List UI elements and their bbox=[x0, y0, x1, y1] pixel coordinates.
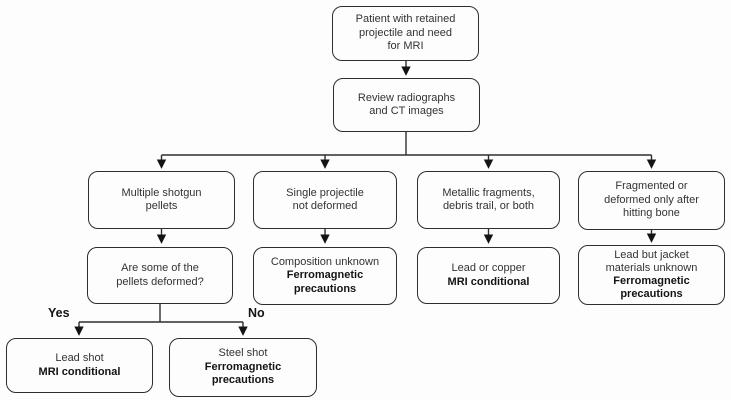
node-lead-or-copper: Lead or copper MRI conditional bbox=[417, 247, 560, 304]
node-lead-jacket-unknown: Lead but jacket materials unknown Ferrom… bbox=[578, 245, 725, 305]
node-review-imaging: Review radiographs and CT images bbox=[333, 78, 480, 132]
node-text-line: Steel shot bbox=[218, 347, 268, 360]
node-text-line-bold: Ferromagnetic bbox=[286, 269, 364, 282]
node-text-line-bold: precautions bbox=[211, 374, 275, 387]
node-text-line: Are some of the bbox=[121, 262, 199, 274]
node-text-line: Metallic fragments, bbox=[442, 186, 535, 199]
node-text-line: Single projectile bbox=[286, 186, 364, 199]
node-text-line-bold: Ferromagnetic bbox=[204, 360, 282, 373]
edge-label-no: No bbox=[248, 306, 265, 320]
node-single-projectile: Single projectile not deformed bbox=[253, 171, 397, 229]
node-text-line-bold: Ferromagnetic bbox=[613, 275, 690, 287]
node-text-line: Patient with retained bbox=[355, 13, 456, 26]
node-steel-shot: Steel shot Ferromagnetic precautions bbox=[169, 338, 317, 397]
node-text-line-bold: MRI conditional bbox=[38, 365, 121, 378]
node-text-line: Multiple shotgun bbox=[121, 186, 202, 199]
node-text-line: pellets bbox=[145, 200, 178, 212]
node-text-line: Lead shot bbox=[55, 352, 104, 364]
node-fragmented-deformed: Fragmented or deformed only after hittin… bbox=[578, 171, 725, 230]
node-pellets-deformed-question: Are some of the pellets deformed? bbox=[87, 247, 233, 304]
node-text-line: hitting bone bbox=[623, 207, 680, 220]
node-multiple-shotgun-pellets: Multiple shotgun pellets bbox=[88, 171, 235, 229]
node-text-line: and CT images bbox=[369, 105, 444, 117]
node-text-line-bold: MRI conditional bbox=[447, 275, 530, 288]
node-text-line: debris trail, or both bbox=[442, 200, 535, 212]
node-text-line: not deformed bbox=[292, 200, 358, 212]
node-text-line: Lead but jacket bbox=[614, 249, 689, 261]
node-text-line: Lead or copper bbox=[451, 262, 526, 274]
node-composition-unknown: Composition unknown Ferromagnetic precau… bbox=[253, 247, 397, 305]
edge-label-yes: Yes bbox=[48, 306, 70, 320]
node-metallic-fragments: Metallic fragments, debris trail, or bot… bbox=[417, 171, 560, 229]
node-lead-shot: Lead shot MRI conditional bbox=[6, 338, 153, 393]
node-text-line: Fragmented or bbox=[615, 180, 688, 193]
node-text-line: for MRI bbox=[387, 40, 424, 53]
node-text-line: projectile and need bbox=[359, 26, 452, 39]
node-text-line: Review radiographs bbox=[357, 91, 456, 104]
node-text-line: deformed only after bbox=[604, 193, 699, 206]
node-text-line: materials unknown bbox=[605, 262, 698, 274]
node-text-line: pellets deformed? bbox=[116, 275, 204, 288]
node-text-line-bold: precautions bbox=[620, 288, 683, 300]
node-text-line: Composition unknown bbox=[270, 255, 380, 268]
node-patient: Patient with retained projectile and nee… bbox=[332, 6, 479, 61]
node-text-line-bold: precautions bbox=[293, 282, 357, 295]
